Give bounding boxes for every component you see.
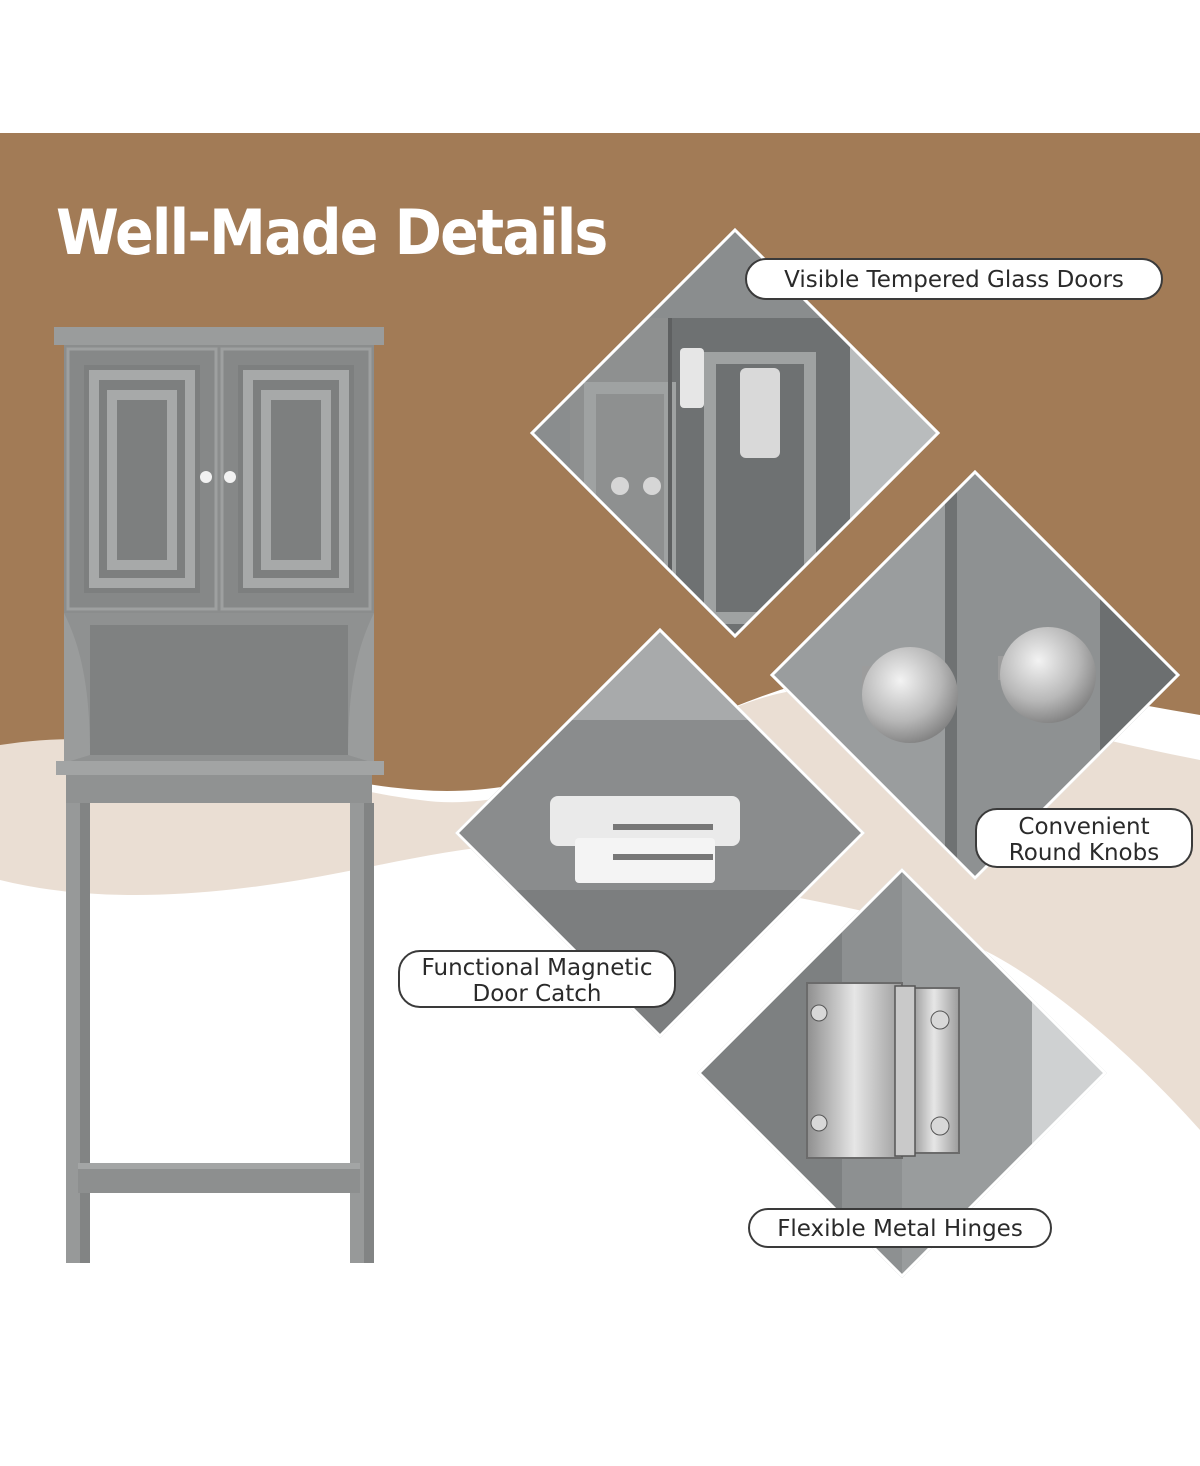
knobs-label-line1: Convenient — [1018, 814, 1150, 840]
knobs-callout: Convenient Round Knobs — [975, 808, 1193, 868]
knob-right — [224, 471, 236, 483]
hinges-label: Flexible Metal Hinges — [777, 1216, 1023, 1242]
knobs-label-line2: Round Knobs — [1008, 840, 1160, 866]
cabinet-illustration — [54, 327, 384, 1263]
glass-doors-callout: Visible Tempered Glass Doors — [745, 258, 1163, 300]
headline: Well-Made Details — [56, 196, 608, 269]
glass-doors-label: Visible Tempered Glass Doors — [784, 267, 1124, 293]
hinges-callout: Flexible Metal Hinges — [748, 1208, 1052, 1248]
catch-label-line2: Door Catch — [472, 981, 602, 1007]
left-door — [66, 347, 218, 611]
catch-label-line1: Functional Magnetic — [421, 955, 653, 981]
magnetic-catch-callout: Functional Magnetic Door Catch — [398, 950, 676, 1008]
knob-left — [200, 471, 212, 483]
right-door — [220, 347, 372, 611]
